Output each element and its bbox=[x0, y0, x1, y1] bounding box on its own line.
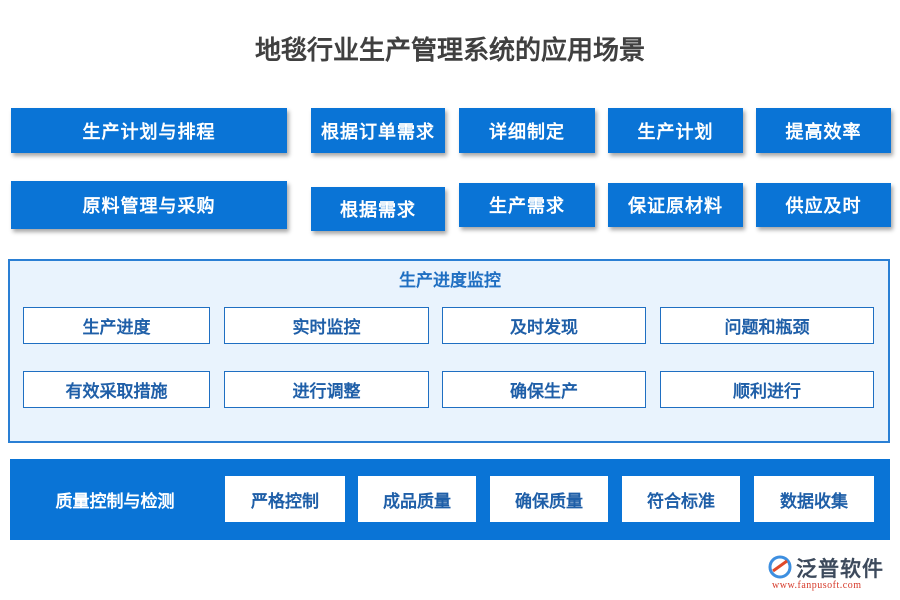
monitor-cell: 进行调整 bbox=[224, 371, 429, 408]
improve-efficiency-box: 提高效率 bbox=[756, 108, 891, 153]
quality-item: 成品质量 bbox=[358, 476, 476, 522]
progress-monitoring-panel bbox=[8, 259, 890, 443]
page-title: 地毯行业生产管理系统的应用场景 bbox=[254, 36, 645, 66]
production-demand-box: 生产需求 bbox=[459, 183, 595, 227]
fanpu-logo: 泛普软件 www.fanpusoft.com bbox=[768, 553, 893, 593]
quality-control-label: 质量控制与检测 bbox=[55, 492, 175, 512]
detailed-formulation-box: 详细制定 bbox=[459, 108, 595, 153]
monitor-cell: 及时发现 bbox=[442, 307, 646, 344]
monitor-cell: 确保生产 bbox=[442, 371, 646, 408]
quality-item: 符合标准 bbox=[622, 476, 740, 522]
monitor-cell: 顺利进行 bbox=[660, 371, 874, 408]
timely-supply-box: 供应及时 bbox=[756, 183, 891, 227]
order-demand-box: 根据订单需求 bbox=[311, 108, 445, 153]
guarantee-materials-box: 保证原材料 bbox=[608, 183, 743, 227]
by-demand-box: 根据需求 bbox=[311, 187, 445, 231]
logo-url: www.fanpusoft.com bbox=[772, 580, 862, 591]
material-management-box: 原料管理与采购 bbox=[11, 181, 287, 229]
production-plan-box: 生产计划 bbox=[608, 108, 743, 153]
quality-item: 确保质量 bbox=[490, 476, 608, 522]
logo-name: 泛普软件 bbox=[796, 557, 884, 581]
monitor-cell: 问题和瓶颈 bbox=[660, 307, 874, 344]
progress-monitoring-title: 生产进度监控 bbox=[399, 271, 501, 291]
quality-item: 数据收集 bbox=[754, 476, 874, 522]
monitor-cell: 实时监控 bbox=[224, 307, 429, 344]
monitor-cell: 有效采取措施 bbox=[23, 371, 210, 408]
fanpu-logo-icon bbox=[768, 555, 792, 579]
quality-item: 严格控制 bbox=[225, 476, 345, 522]
monitor-cell: 生产进度 bbox=[23, 307, 210, 344]
production-planning-box: 生产计划与排程 bbox=[11, 108, 287, 153]
